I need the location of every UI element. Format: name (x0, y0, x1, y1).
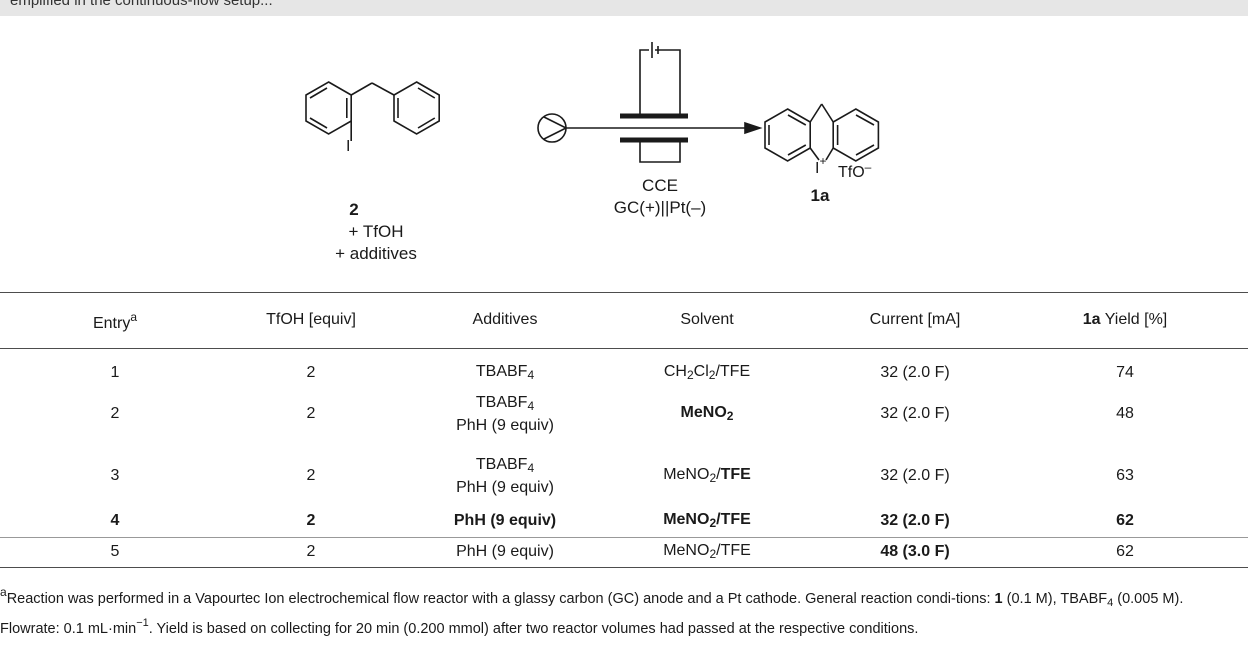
row1-additive: TBABF (475, 362, 528, 380)
caption-text: emplified in the continuous-flow setup..… (10, 0, 273, 9)
row1-entry: 1 (110, 364, 120, 381)
header-entry-footnote-mark: a (130, 309, 138, 324)
table-row: 3 2 TBABF4 PhH (9 equiv) MeNO2/TFE 32 (2… (0, 450, 1248, 502)
flow-arrow (566, 121, 763, 135)
row3-entry: 3 (110, 467, 120, 484)
footnote-text-1: Reaction was performed in a Vapourtec Io… (6, 591, 995, 607)
caption-strip: emplified in the continuous-flow setup..… (0, 0, 1248, 16)
product-iodine-charge: + (819, 154, 827, 168)
row4-additives: PhH (9 equiv) (453, 512, 557, 529)
row2-solvent: MeNO2 (612, 388, 802, 440)
row-divider (0, 537, 1248, 538)
row5-entry: 5 (110, 543, 120, 560)
reactant-iodine: I (346, 138, 351, 155)
row2-additive-2: PhH (9 equiv) (456, 416, 554, 434)
footnote-text-4: . Yield is based on collecting for 20 mi… (148, 621, 919, 637)
table-row: 2 2 TBABF4 PhH (9 equiv) MeNO2 32 (2.0 F… (0, 388, 1248, 440)
product-label: 1a (810, 186, 830, 205)
row4-current: 32 (2.0 F) (880, 512, 950, 529)
row2-current: 32 (2.0 F) (880, 405, 950, 422)
header-entry-text: Entry (92, 314, 131, 332)
row3-additive-sub: 4 (527, 460, 535, 475)
counterion-text: TfO (838, 164, 865, 181)
header-additives: Additives (472, 311, 538, 328)
row3-current: 32 (2.0 F) (880, 467, 950, 484)
row5-yield: 62 (1116, 543, 1134, 560)
row2-solvent-formula: MeNO2 (680, 403, 734, 423)
header-yield-text: Yield [%] (1100, 311, 1168, 328)
footnote-mark: a (0, 585, 7, 599)
pump-symbol (537, 113, 567, 143)
reaction-scheme: I 2 + TfOH + additives CCE GC(+)||Pt(–) … (0, 0, 1248, 292)
row3-tfoh: 2 (306, 467, 316, 484)
row3-additives: TBABF4 PhH (9 equiv) (405, 450, 605, 502)
header-yield-compound: 1a (1082, 311, 1101, 328)
counterion-charge: – (864, 160, 872, 174)
header-current: Current [mA] (869, 311, 961, 328)
row2-entry: 2 (110, 405, 120, 422)
footnote-compound: 1 (994, 591, 1003, 607)
reaction-scheme-drawing (305, 42, 880, 163)
footnote-sub: 4 (1107, 597, 1114, 609)
header-entry: Entrya (20, 292, 210, 348)
reactant-tfoh: + TfOH (348, 222, 404, 241)
electrochemical-cell (620, 42, 688, 163)
table-row: 1 2 TBABF4 CH2Cl2/TFE 32 (2.0 F) 74 (0, 358, 1248, 388)
method-label: CCE (642, 176, 678, 195)
row5-solvent: MeNO2/TFE (612, 538, 802, 566)
header-yield: 1a Yield [%] (1020, 292, 1230, 348)
row1-yield: 74 (1116, 364, 1134, 381)
table-top-rule (0, 292, 1248, 293)
footnote-text-3: (0.005 M). Flowrate: 0.1 mL·min (0, 591, 1184, 637)
row4-entry: 4 (110, 512, 120, 529)
row1-additive-sub: 4 (527, 367, 535, 382)
row2-yield: 48 (1116, 405, 1134, 422)
table-footnote: aReaction was performed in a Vapourtec I… (0, 582, 1240, 639)
table-row: 4 2 PhH (9 equiv) MeNO2/TFE 32 (2.0 F) 6… (0, 506, 1248, 536)
row4-tfoh: 2 (306, 512, 316, 529)
row3-additive: TBABF (475, 455, 528, 473)
table-header-row: Entrya TfOH [equiv] Additives Solvent Cu… (0, 292, 1248, 348)
row5-current: 48 (3.0 F) (880, 543, 950, 560)
table-bottom-rule (0, 567, 1248, 568)
footnote-sup: −1 (136, 617, 149, 629)
row3-solvent: MeNO2/TFE (612, 450, 802, 502)
row1-current: 32 (2.0 F) (880, 364, 950, 381)
row1-solvent: CH2Cl2/TFE (612, 358, 802, 388)
row4-solvent: MeNO2/TFE (612, 506, 802, 536)
row1-tfoh: 2 (306, 364, 316, 381)
product-iodine: I+ (815, 154, 826, 178)
reactant-structure (305, 81, 441, 141)
electrodes-label: GC(+)||Pt(–) (613, 198, 707, 217)
row1-additives: TBABF4 (405, 358, 605, 388)
row2-additives: TBABF4 PhH (9 equiv) (405, 388, 605, 440)
row3-solvent-formula: MeNO2/TFE (663, 465, 751, 485)
row4-solvent-formula: MeNO2/TFE (663, 510, 751, 530)
header-solvent: Solvent (680, 311, 734, 328)
row4-yield: 62 (1116, 512, 1134, 529)
footnote-text-2: (0.1 M), TBABF (1002, 591, 1108, 607)
counterion: TfO– (838, 160, 871, 182)
table-header-rule (0, 348, 1248, 349)
product-iodine-atom: I (815, 160, 820, 177)
reactant-label: 2 (349, 200, 359, 219)
row3-additive-2: PhH (9 equiv) (456, 478, 554, 496)
table-row: 5 2 PhH (9 equiv) MeNO2/TFE 48 (3.0 F) 6… (0, 538, 1248, 566)
header-tfoh: TfOH [equiv] (266, 311, 356, 328)
row5-additives: PhH (9 equiv) (456, 543, 554, 560)
row2-additive-sub: 4 (527, 398, 535, 413)
row5-solvent-formula: MeNO2/TFE (663, 541, 751, 561)
reactant-additives: + additives (335, 244, 417, 263)
product-structure (764, 103, 880, 162)
row2-additive: TBABF (475, 393, 528, 411)
row1-solvent-formula: CH2Cl2/TFE (663, 362, 751, 382)
row2-tfoh: 2 (306, 405, 316, 422)
row5-tfoh: 2 (306, 543, 316, 560)
row3-yield: 63 (1116, 467, 1134, 484)
